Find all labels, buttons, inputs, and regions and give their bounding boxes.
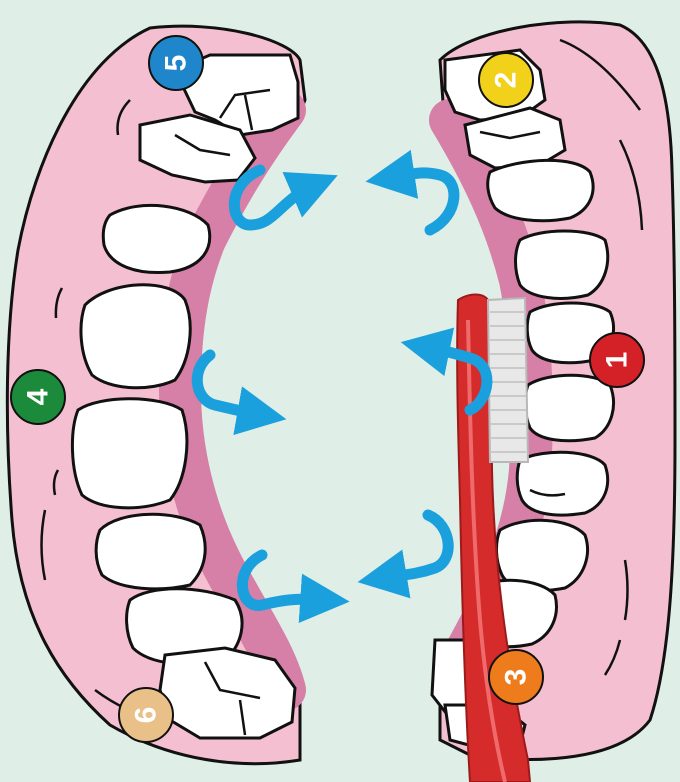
- step-badge-1: 1: [590, 333, 644, 387]
- step-badge-3: 3: [489, 650, 543, 704]
- step-badge-2: 2: [479, 53, 533, 107]
- arrow-icon: [390, 173, 454, 230]
- step-number: 2: [490, 72, 523, 89]
- arrow-icon: [382, 515, 448, 578]
- step-badge-5: 5: [149, 36, 203, 90]
- tooth: [517, 452, 607, 515]
- tooth: [72, 399, 186, 508]
- arrows: [197, 170, 487, 605]
- step-badge-4: 4: [11, 370, 65, 424]
- tooth: [488, 160, 593, 220]
- tooth: [81, 285, 190, 388]
- step-badge-6: 6: [119, 688, 173, 742]
- arrow-icon: [197, 355, 262, 415]
- tooth: [96, 514, 205, 589]
- step-number: 5: [160, 55, 193, 72]
- tooth: [160, 648, 295, 738]
- step-number: 4: [22, 388, 55, 405]
- tooth: [516, 231, 608, 298]
- step-number: 6: [130, 707, 163, 724]
- tooth: [103, 205, 209, 272]
- tooth: [525, 375, 613, 441]
- step-number: 1: [601, 352, 634, 369]
- step-number: 3: [500, 669, 533, 686]
